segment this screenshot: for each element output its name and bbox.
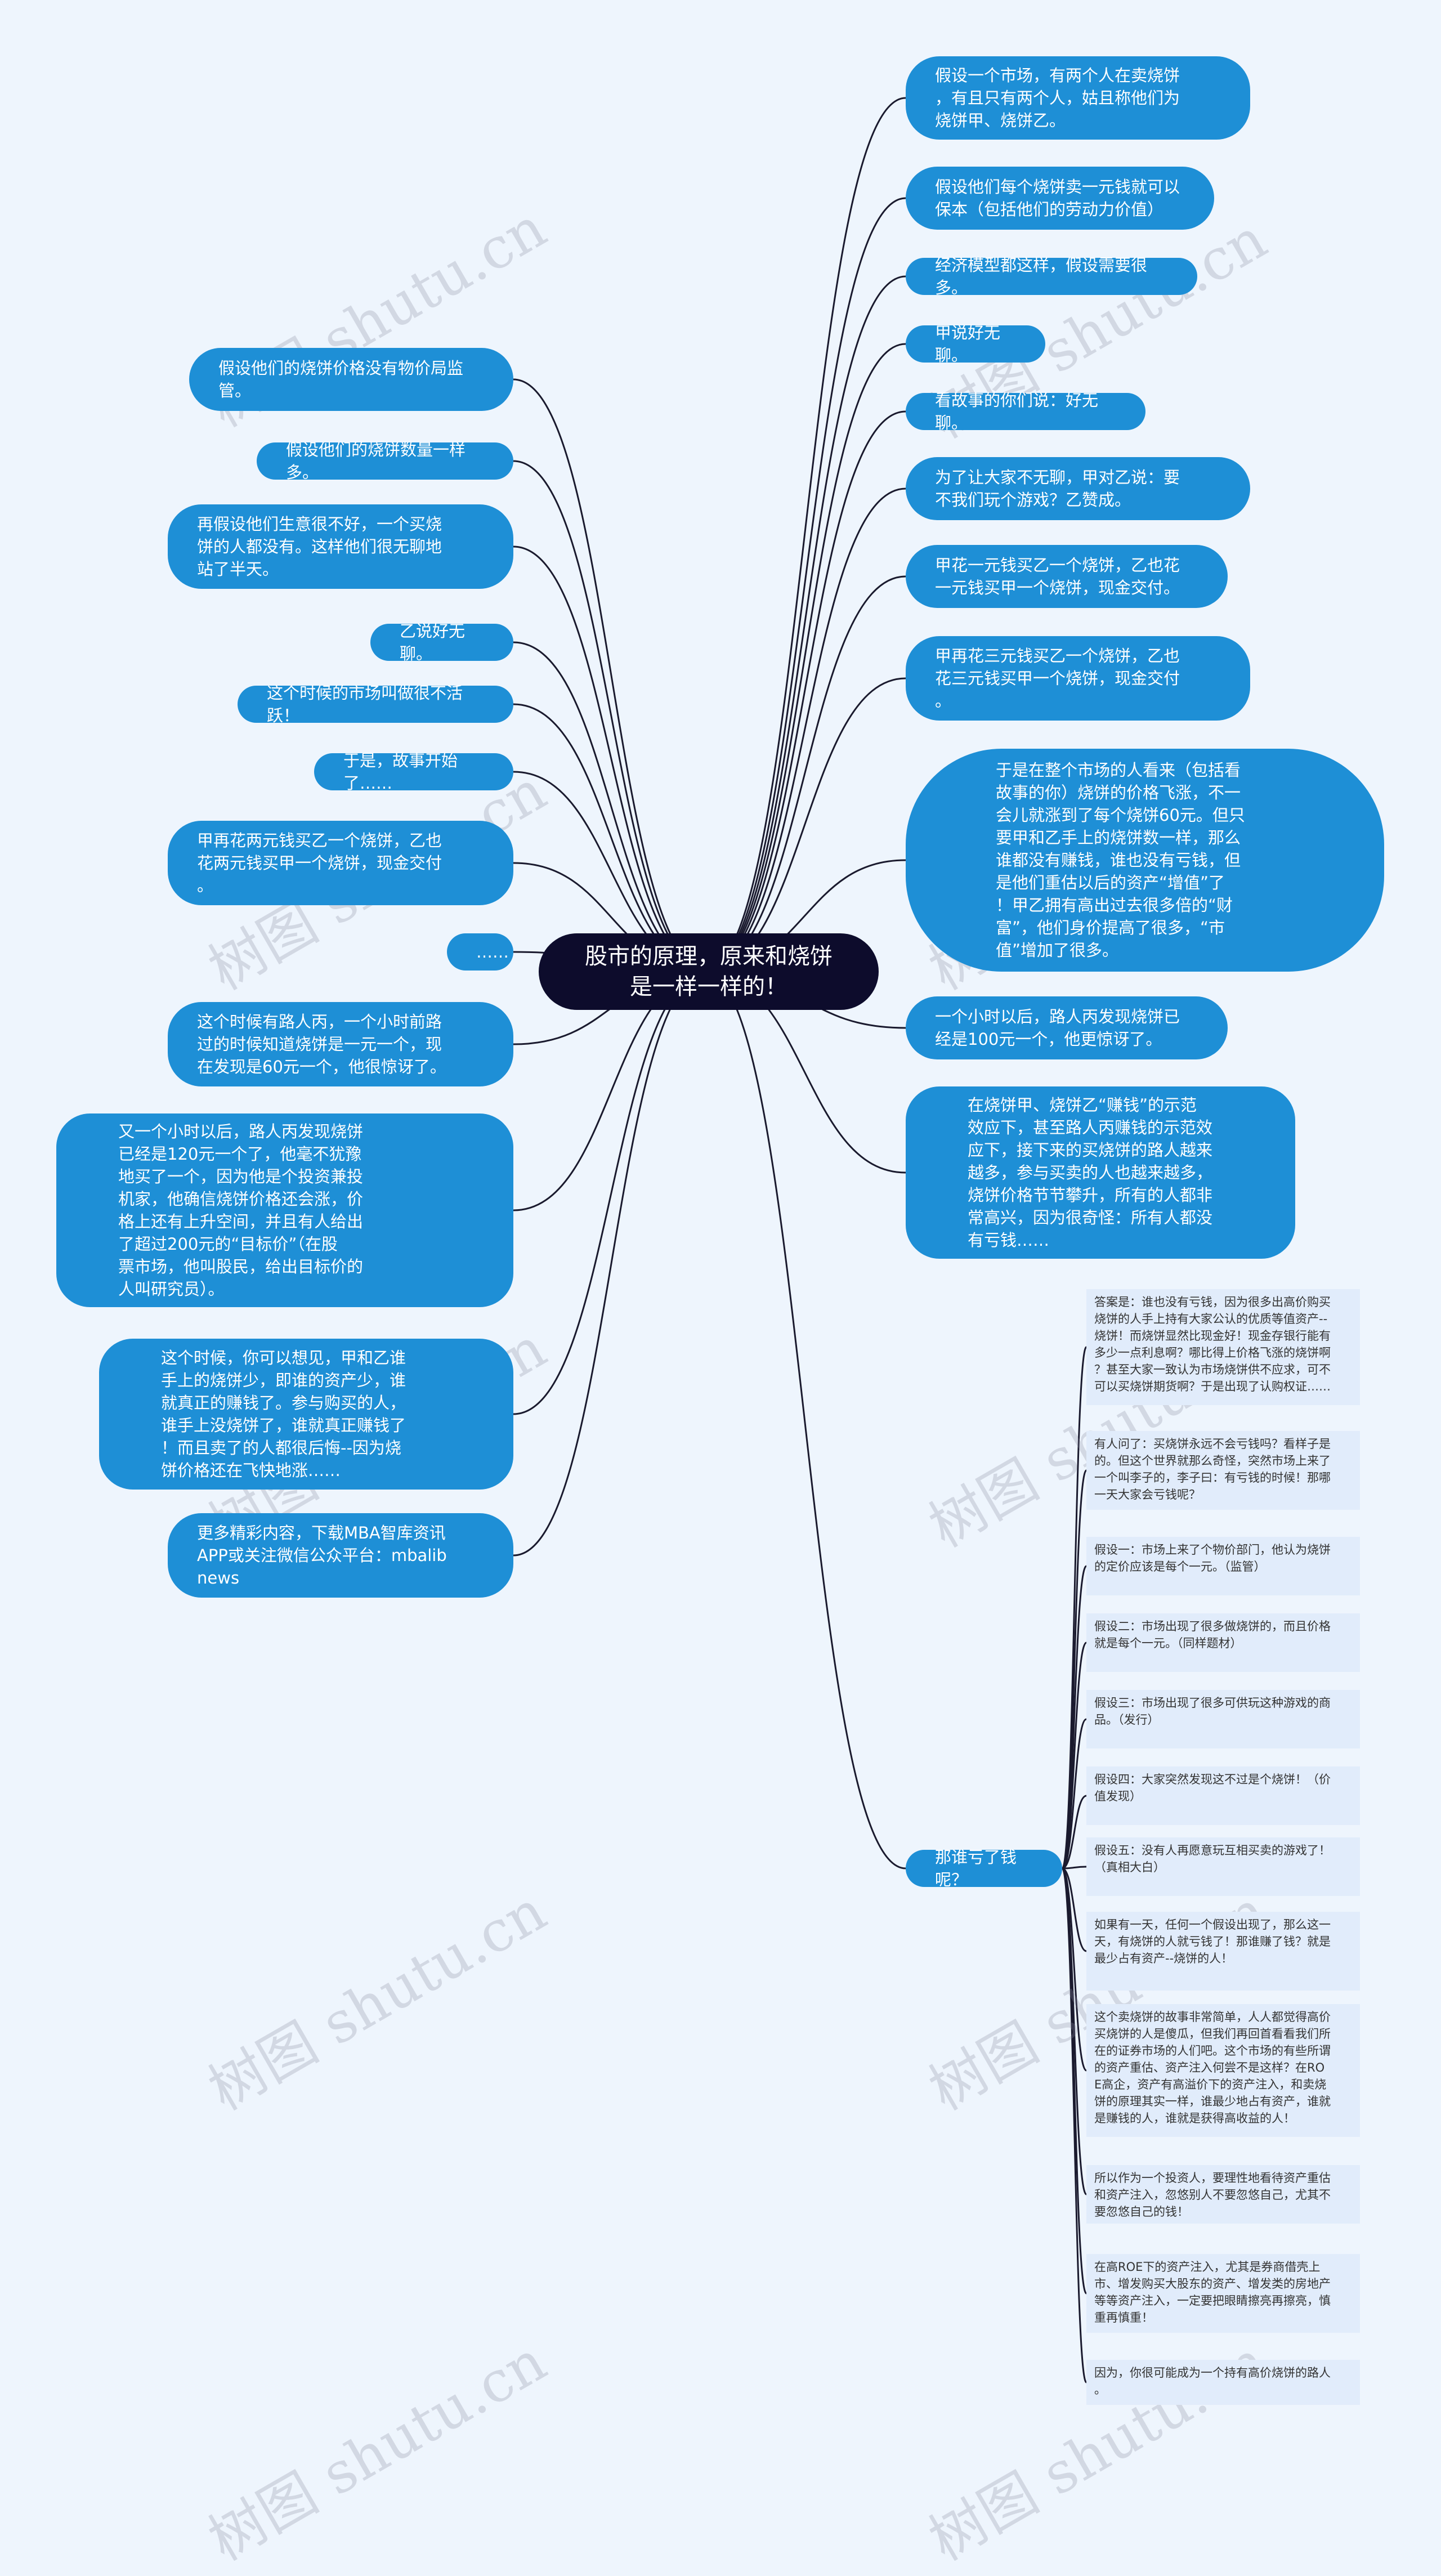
right-branch-node[interactable]: 经济模型都这样，假设需要很多。 bbox=[906, 256, 1197, 297]
right-branch-node[interactable]: 假设他们每个烧饼卖一元钱就可以 保本（包括他们的劳动力价值） bbox=[906, 167, 1214, 230]
right-branch-node[interactable]: 看故事的你们说：好无聊。 bbox=[906, 391, 1145, 432]
connector-line bbox=[513, 641, 710, 973]
leaf-note: 假设一：市场上来了个物价部门，他认为烧饼 的定价应该是每个一元。（监管） bbox=[1086, 1537, 1360, 1595]
connector-line bbox=[513, 971, 710, 1415]
right-branch-node[interactable]: 在烧饼甲、烧饼乙“赚钱”的示范 效应下，甚至路人丙赚钱的示范效 应下，接下来的买… bbox=[906, 1086, 1295, 1259]
connector-line bbox=[703, 275, 906, 973]
left-branch-node[interactable]: 乙说好无聊。 bbox=[370, 621, 513, 663]
right-branch-node[interactable]: 为了让大家不无聊，甲对乙说：要 不我们玩个游戏？乙赞成。 bbox=[906, 457, 1250, 520]
right-branch-node[interactable]: 甲说好无聊。 bbox=[906, 323, 1045, 365]
leaf-note: 如果有一天，任何一个假设出现了，那么这一 天，有烧饼的人就亏钱了！那谁赚了钱？就… bbox=[1086, 1912, 1360, 1991]
right-branch-node[interactable]: 甲花一元钱买乙一个烧饼，乙也花 一元钱买甲一个烧饼，现金交付。 bbox=[906, 545, 1228, 608]
connector-line bbox=[513, 378, 710, 973]
connector-line bbox=[1061, 1867, 1088, 2383]
right-branch-node[interactable]: 甲再花三元钱买乙一个烧饼，乙也 花三元钱买甲一个烧饼，现金交付 。 bbox=[906, 636, 1250, 721]
leaf-note: 因为，你很可能成为一个持有高价烧饼的路人 。 bbox=[1086, 2360, 1360, 2405]
connector-line bbox=[513, 971, 710, 1557]
connector-line bbox=[1062, 1866, 1087, 1870]
connector-line bbox=[513, 703, 710, 973]
right-branch-node[interactable]: 于是在整个市场的人看来（包括看 故事的你）烧饼的价格飞涨，不一 会儿就涨到了每个… bbox=[906, 749, 1384, 972]
connector-line bbox=[703, 677, 906, 973]
connector-line bbox=[703, 97, 906, 973]
leaf-note: 假设三：市场出现了很多可供玩这种游戏的商 品。（发行） bbox=[1086, 1690, 1360, 1748]
right-branch-node[interactable]: 假设一个市场，有两个人在卖烧饼 ，有且只有两个人，姑且称他们为 烧饼甲、烧饼乙。 bbox=[906, 56, 1250, 140]
left-branch-node[interactable]: 假设他们的烧饼数量一样多。 bbox=[257, 440, 513, 482]
connector-line bbox=[1062, 1867, 1087, 1952]
left-branch-node[interactable]: 于是，故事开始了…… bbox=[314, 751, 513, 793]
leaf-note: 所以作为一个投资人，要理性地看待资产重估 和资产注入，忽悠别人不要忽悠自己，尤其… bbox=[1086, 2165, 1360, 2224]
right-branch-node[interactable]: 一个小时以后，路人丙发现烧饼已 经是100元一个，他更惊讶了。 bbox=[906, 996, 1228, 1059]
leaf-note: 假设四：大家突然发现这不过是个烧饼！（价 值发现） bbox=[1086, 1766, 1360, 1825]
connector-line bbox=[1061, 1469, 1088, 1870]
left-branch-node[interactable]: 假设他们的烧饼价格没有物价局监 管。 bbox=[189, 348, 513, 411]
connector-line bbox=[703, 197, 906, 973]
right-branch-node[interactable]: 那谁亏了钱呢？ bbox=[906, 1848, 1062, 1889]
connector-line bbox=[1062, 1718, 1087, 1870]
connector-line bbox=[513, 545, 710, 973]
central-topic[interactable]: 股市的原理，原来和烧饼 是一样一样的！ bbox=[539, 933, 879, 1010]
left-branch-node[interactable]: 甲再花两元钱买乙一个烧饼，乙也 花两元钱买甲一个烧饼，现金交付 。 bbox=[168, 821, 513, 905]
leaf-note: 有人问了：买烧饼永远不会亏钱吗？看样子是 的。但这个世界就那么奇怪，突然市场上来… bbox=[1086, 1431, 1360, 1510]
connector-line bbox=[1062, 1795, 1087, 1870]
left-branch-node[interactable]: 更多精彩内容，下载MBA智库资讯 APP或关注微信公众平台：mbalib new… bbox=[168, 1513, 513, 1598]
left-branch-node[interactable]: 这个时候有路人丙，一个小时前路 过的时候知道烧饼是一元一个，现 在发现是60元一… bbox=[168, 1002, 513, 1086]
leaf-note: 这个卖烧饼的故事非常简单，人人都觉得高价 买烧饼的人是傻瓜，但我们再回首看看我们… bbox=[1086, 2004, 1360, 2137]
leaf-note: 答案是：谁也没有亏钱，因为很多出高价购买 烧饼的人手上持有大家公认的优质等值资产… bbox=[1086, 1289, 1360, 1405]
left-branch-node[interactable]: 这个时候的市场叫做很不活跃！ bbox=[238, 683, 513, 725]
leaf-note: 假设五：没有人再愿意玩互相买卖的游戏了！ （真相大白） bbox=[1086, 1837, 1360, 1896]
left-branch-node[interactable]: 再假设他们生意很不好，一个买烧 饼的人都没有。这样他们很无聊地 站了半天。 bbox=[168, 504, 513, 589]
connector-line bbox=[703, 575, 906, 973]
left-branch-node[interactable]: 这个时候，你可以想见，甲和乙谁 手上的烧饼少，即谁的资产少，谁 就真正的赚钱了。… bbox=[99, 1339, 513, 1490]
leaf-note: 假设二：市场出现了很多做烧饼的，而且价格 就是每个一元。（同样题材） bbox=[1086, 1613, 1360, 1672]
connector-line bbox=[513, 460, 710, 973]
connector-line bbox=[1061, 1867, 1088, 2295]
left-branch-node[interactable]: 又一个小时以后，路人丙发现烧饼 已经是120元一个了，他毫不犹豫 地买了一个，因… bbox=[56, 1113, 513, 1307]
connector-line bbox=[703, 971, 906, 1870]
left-branch-node[interactable]: …… bbox=[447, 933, 513, 971]
connector-line bbox=[703, 410, 906, 973]
leaf-note: 在高ROE下的资产注入，尤其是券商借壳上 市、增发购买大股东的资产、增发类的房地… bbox=[1086, 2254, 1360, 2333]
connector-line bbox=[703, 488, 906, 973]
connector-line bbox=[703, 343, 906, 973]
connector-line bbox=[1061, 1642, 1088, 1870]
